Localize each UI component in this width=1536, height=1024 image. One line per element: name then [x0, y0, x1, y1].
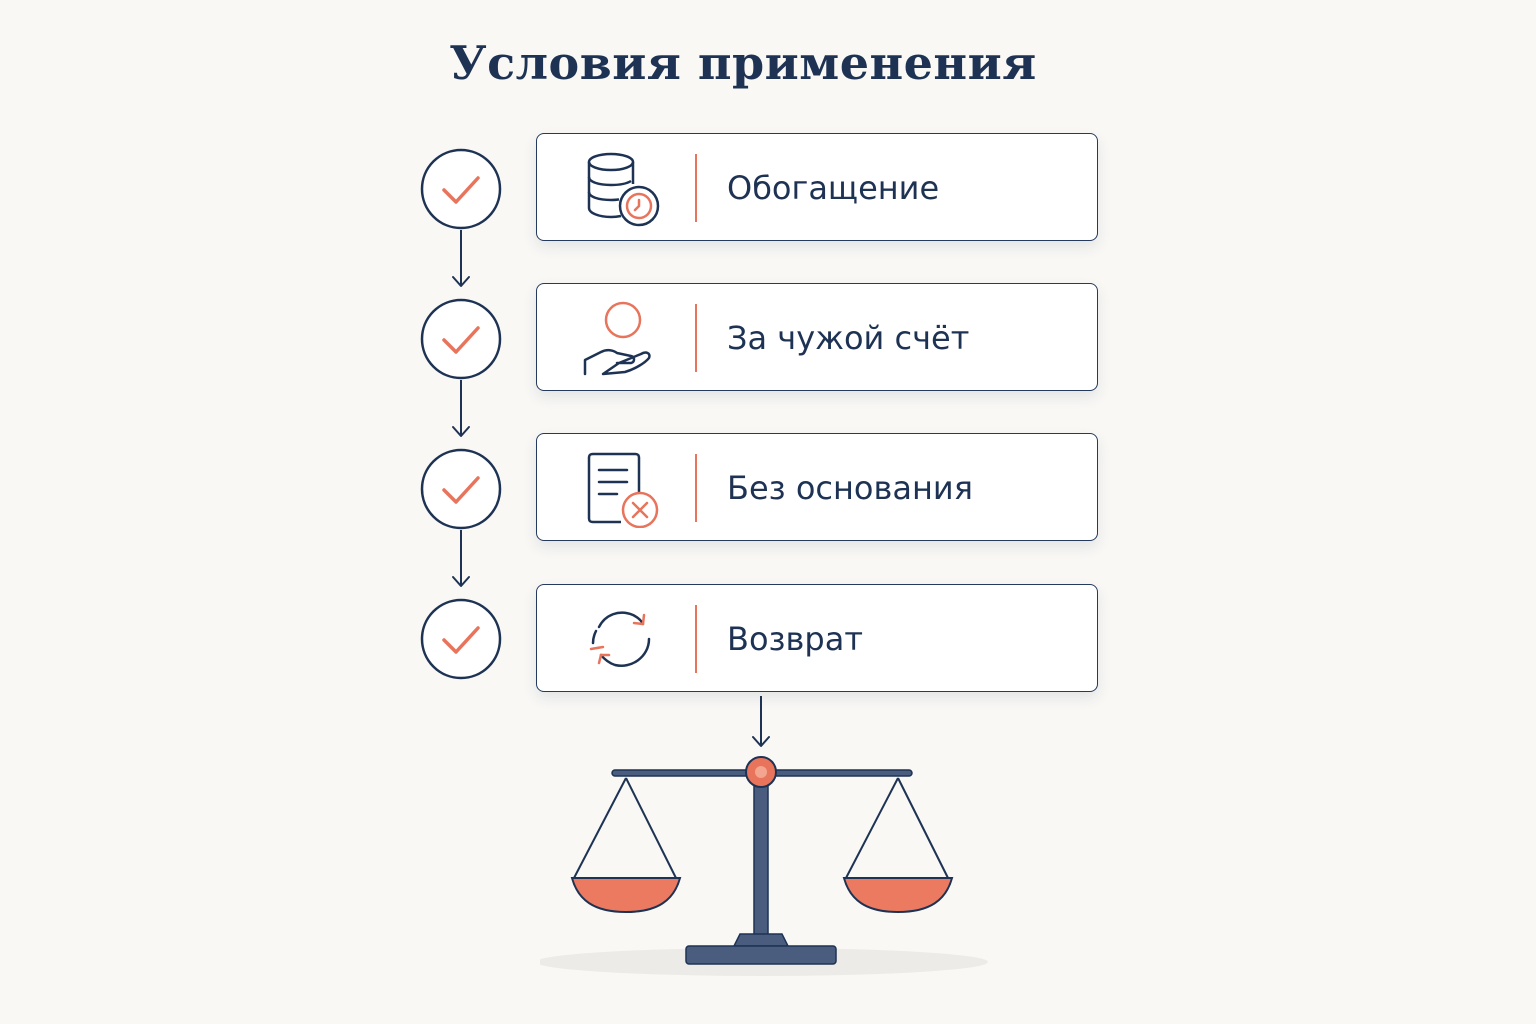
- hand-giving-icon: [583, 301, 651, 376]
- checkmark-circle-icon: [420, 298, 502, 380]
- arrow-step4-to-scales: [752, 696, 770, 747]
- step-label: Обогащение: [727, 169, 940, 207]
- card-divider: [695, 154, 697, 222]
- arrow-step1-to-step2: [452, 230, 470, 287]
- card-divider: [695, 605, 697, 673]
- checkmark-circle-icon: [420, 448, 502, 530]
- step-card-enrichment: Обогащение: [536, 133, 1098, 241]
- checkmark-circle-icon: [420, 148, 502, 230]
- arrow-step3-to-step4: [452, 530, 470, 587]
- document-cancel-icon: [587, 452, 659, 528]
- refresh-cycle-icon: [589, 611, 651, 668]
- database-coin-icon: [587, 152, 660, 227]
- card-divider: [695, 454, 697, 522]
- step-card-return: Возврат: [536, 584, 1098, 692]
- diagram-title: Условия применения: [449, 36, 1037, 90]
- step-card-at-anothers-expense: За чужой счёт: [536, 283, 1098, 391]
- arrow-step2-to-step3: [452, 380, 470, 437]
- step-label: За чужой счёт: [727, 319, 970, 357]
- checkmark-circle-icon: [420, 598, 502, 680]
- step-card-without-basis: Без основания: [536, 433, 1098, 541]
- scales-of-justice-icon: [540, 756, 988, 976]
- step-label: Возврат: [727, 620, 863, 658]
- card-divider: [695, 304, 697, 372]
- step-label: Без основания: [727, 469, 973, 507]
